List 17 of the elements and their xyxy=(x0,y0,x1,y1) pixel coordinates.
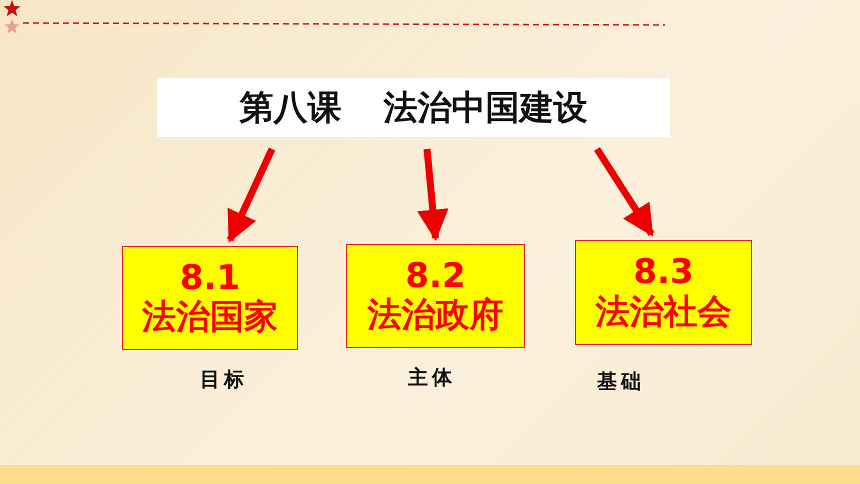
heading: 法治社会 xyxy=(596,292,732,332)
topic-box xyxy=(346,244,525,348)
section-number: 8.2 xyxy=(405,256,466,296)
title-box xyxy=(157,78,670,137)
caption-label: 主体 xyxy=(408,364,456,391)
section-number: 8.1 xyxy=(180,258,240,298)
arrow xyxy=(594,147,654,237)
heading: 法治国家 xyxy=(142,298,278,338)
section-number: 8.3 xyxy=(633,253,694,292)
topic-box xyxy=(575,240,752,345)
heading: 第八课 法治中国建设 xyxy=(240,86,588,130)
topic-box xyxy=(122,246,298,350)
caption-label: 基础 xyxy=(597,368,645,395)
heading: 法治政府 xyxy=(368,296,504,336)
caption-label: 目标 xyxy=(200,366,248,393)
arrow xyxy=(226,148,276,243)
arrow xyxy=(417,148,448,242)
